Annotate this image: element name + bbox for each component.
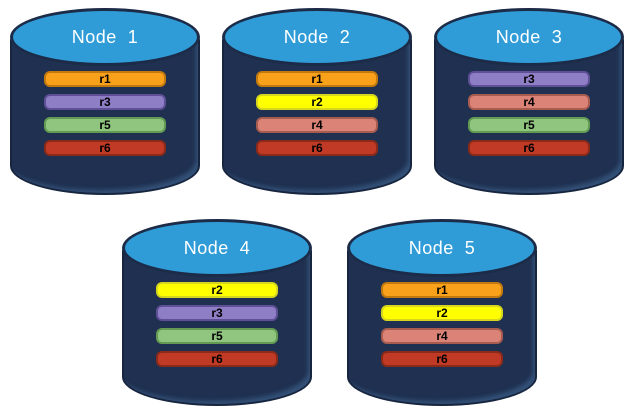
replica-bar-r2: r2 bbox=[256, 94, 378, 110]
node-title: Node 5 bbox=[408, 237, 476, 258]
replica-list: r3 r4 r5 r6 bbox=[434, 71, 624, 156]
cylinder-top: Node 2 bbox=[222, 8, 412, 66]
cylinder-body bbox=[347, 248, 537, 406]
replica-bar-r2: r2 bbox=[381, 305, 503, 321]
replica-bar-r3: r3 bbox=[468, 71, 590, 87]
replica-bar-r6: r6 bbox=[256, 140, 378, 156]
node-title: Node 1 bbox=[71, 26, 139, 47]
replica-bar-r5: r5 bbox=[156, 328, 278, 344]
replica-bar-r1: r1 bbox=[44, 71, 166, 87]
replica-bar-r3: r3 bbox=[44, 94, 166, 110]
cylinder-top: Node 1 bbox=[10, 8, 200, 66]
node-title: Node 3 bbox=[495, 26, 563, 47]
node-2-cylinder: Node 2 r1 r2 r4 r6 bbox=[222, 8, 412, 195]
replica-list: r1 r2 r4 r6 bbox=[347, 282, 537, 367]
cylinder-body bbox=[122, 248, 312, 406]
node-3-cylinder: Node 3 r3 r4 r5 r6 bbox=[434, 8, 624, 195]
node-title: Node 2 bbox=[283, 26, 351, 47]
replica-bar-r4: r4 bbox=[381, 328, 503, 344]
node-5-cylinder: Node 5 r1 r2 r4 r6 bbox=[347, 219, 537, 406]
node-4-cylinder: Node 4 r2 r3 r5 r6 bbox=[122, 219, 312, 406]
replica-bar-r4: r4 bbox=[468, 94, 590, 110]
node-row-top: Node 1 r1 r3 r5 r6 Node 2 r1 r2 r4 r6 Node 3 r… bbox=[10, 8, 624, 195]
replica-bar-r1: r1 bbox=[256, 71, 378, 87]
replica-list: r1 r3 r5 r6 bbox=[10, 71, 200, 156]
node-1-cylinder: Node 1 r1 r3 r5 r6 bbox=[10, 8, 200, 195]
replica-bar-r6: r6 bbox=[156, 351, 278, 367]
node-title: Node 4 bbox=[183, 237, 251, 258]
replica-bar-r6: r6 bbox=[381, 351, 503, 367]
replica-bar-r4: r4 bbox=[256, 117, 378, 133]
replica-bar-r5: r5 bbox=[44, 117, 166, 133]
replica-list: r1 r2 r4 r6 bbox=[222, 71, 412, 156]
replica-list: r2 r3 r5 r6 bbox=[122, 282, 312, 367]
cylinder-top: Node 3 bbox=[434, 8, 624, 66]
replica-bar-r6: r6 bbox=[468, 140, 590, 156]
replica-bar-r6: r6 bbox=[44, 140, 166, 156]
replica-bar-r1: r1 bbox=[381, 282, 503, 298]
replica-bar-r3: r3 bbox=[156, 305, 278, 321]
replica-bar-r5: r5 bbox=[468, 117, 590, 133]
cylinder-top: Node 5 bbox=[347, 219, 537, 277]
cylinder-top: Node 4 bbox=[122, 219, 312, 277]
replica-bar-r2: r2 bbox=[156, 282, 278, 298]
node-row-bottom: Node 4 r2 r3 r5 r6 Node 5 r1 r2 r4 r6 bbox=[122, 219, 537, 406]
